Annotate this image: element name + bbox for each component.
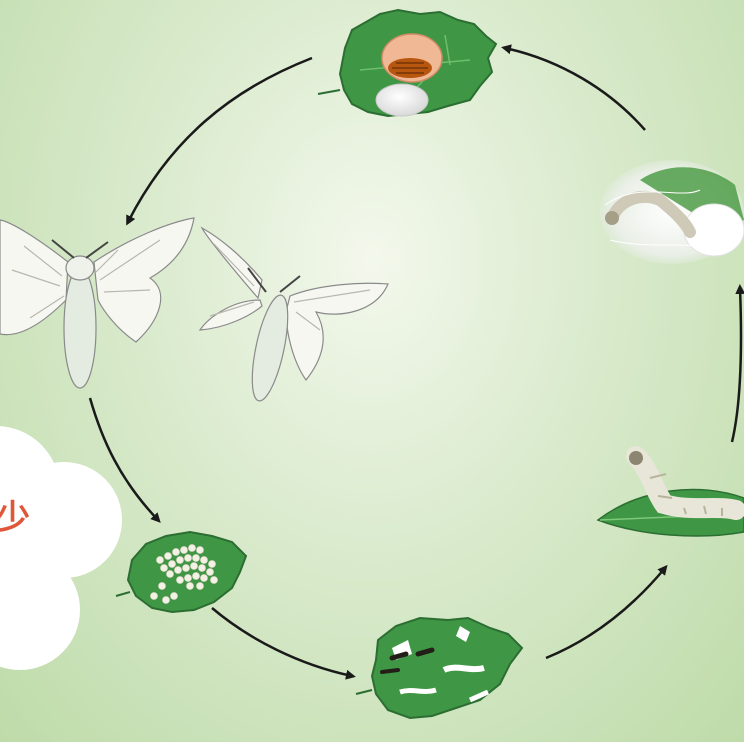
arrow-spinning-to-cocoon xyxy=(501,44,646,131)
larva-spinning-cocoon-icon xyxy=(600,160,744,264)
adult-moths-icon xyxy=(0,217,389,402)
cloud-shape xyxy=(0,426,122,670)
moth-left xyxy=(0,217,195,389)
moth-right xyxy=(198,226,389,402)
cloud-text: 少 xyxy=(0,498,30,538)
arrow-young-larvae-to-larva xyxy=(545,564,668,660)
silkworm-larva-icon xyxy=(596,446,744,537)
young-larvae-on-leaf-icon xyxy=(355,616,524,720)
arrow-moths-to-eggs xyxy=(88,397,161,523)
cycle-arrows xyxy=(88,44,744,680)
arrow-cocoon-to-moths xyxy=(126,56,313,226)
cocoon-with-pupa-icon xyxy=(317,8,498,118)
arrow-eggs-to-young-larvae xyxy=(211,607,356,680)
eggs-on-leaf-icon xyxy=(115,530,248,614)
arrow-larva-to-spinning xyxy=(730,284,744,443)
